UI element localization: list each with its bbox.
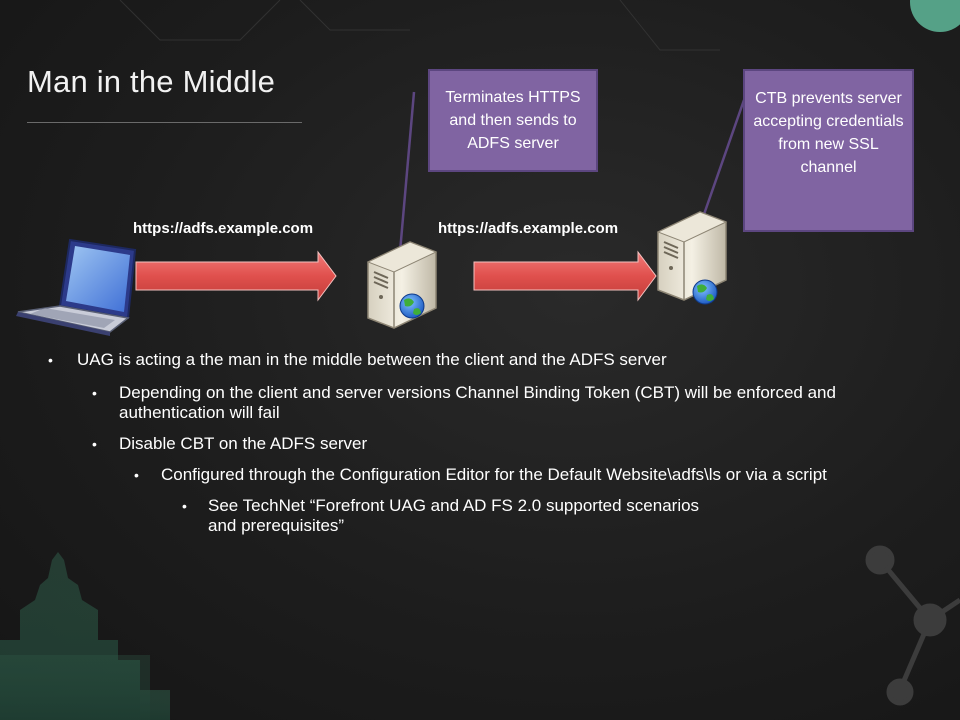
corner-circle-decoration bbox=[910, 0, 960, 32]
bullet-text: Disable CBT on the ADFS server bbox=[119, 434, 368, 453]
right-arrow-icon bbox=[135, 250, 337, 302]
globe-icon bbox=[692, 279, 718, 305]
title-underline bbox=[27, 122, 302, 123]
callout-text: CTB prevents server accepting credential… bbox=[753, 90, 904, 176]
bullet-level-4: • See TechNet “Forefront UAG and AD FS 2… bbox=[48, 496, 718, 536]
bullet-dot-icon: • bbox=[92, 436, 97, 452]
bullet-dot-icon: • bbox=[48, 352, 53, 368]
bullet-text: Depending on the client and server versi… bbox=[119, 383, 836, 422]
bullet-level-2: • Disable CBT on the ADFS server bbox=[48, 434, 918, 454]
url-label-client: https://adfs.example.com bbox=[133, 220, 314, 237]
bullet-text: UAG is acting a the man in the middle be… bbox=[77, 350, 667, 369]
callout-ctb-prevents: CTB prevents server accepting credential… bbox=[743, 69, 914, 232]
right-arrow-icon bbox=[473, 250, 657, 302]
globe-icon bbox=[399, 293, 425, 319]
bullet-level-2: • Depending on the client and server ver… bbox=[48, 383, 918, 423]
bullet-level-1: • UAG is acting a the man in the middle … bbox=[48, 350, 918, 370]
bullet-list: • UAG is acting a the man in the middle … bbox=[48, 350, 918, 536]
server-icon bbox=[366, 241, 438, 329]
network-diagram bbox=[16, 91, 746, 336]
laptop-icon bbox=[16, 238, 137, 336]
server-icon bbox=[656, 211, 728, 301]
slide-title: Man in the Middle bbox=[27, 64, 276, 99]
callout-connector-1 bbox=[398, 91, 416, 253]
bullet-level-3: • Configured through the Configuration E… bbox=[48, 465, 901, 485]
url-label-proxy: https://adfs.example.com bbox=[438, 220, 619, 237]
callout-connector-2 bbox=[700, 99, 746, 221]
callout-terminates-https: Terminates HTTPS and then sends to ADFS … bbox=[428, 69, 598, 172]
bullet-text: Configured through the Configuration Edi… bbox=[161, 465, 827, 484]
molecule-decoration bbox=[865, 545, 960, 706]
bullet-dot-icon: • bbox=[92, 385, 97, 401]
callout-text: Terminates HTTPS and then sends to ADFS … bbox=[445, 89, 581, 152]
bullet-dot-icon: • bbox=[134, 467, 139, 483]
bullet-text: See TechNet “Forefront UAG and AD FS 2.0… bbox=[208, 496, 700, 535]
bullet-dot-icon: • bbox=[182, 498, 187, 514]
building-silhouette-decoration bbox=[0, 552, 170, 720]
hex-lines-decoration bbox=[119, 0, 720, 51]
